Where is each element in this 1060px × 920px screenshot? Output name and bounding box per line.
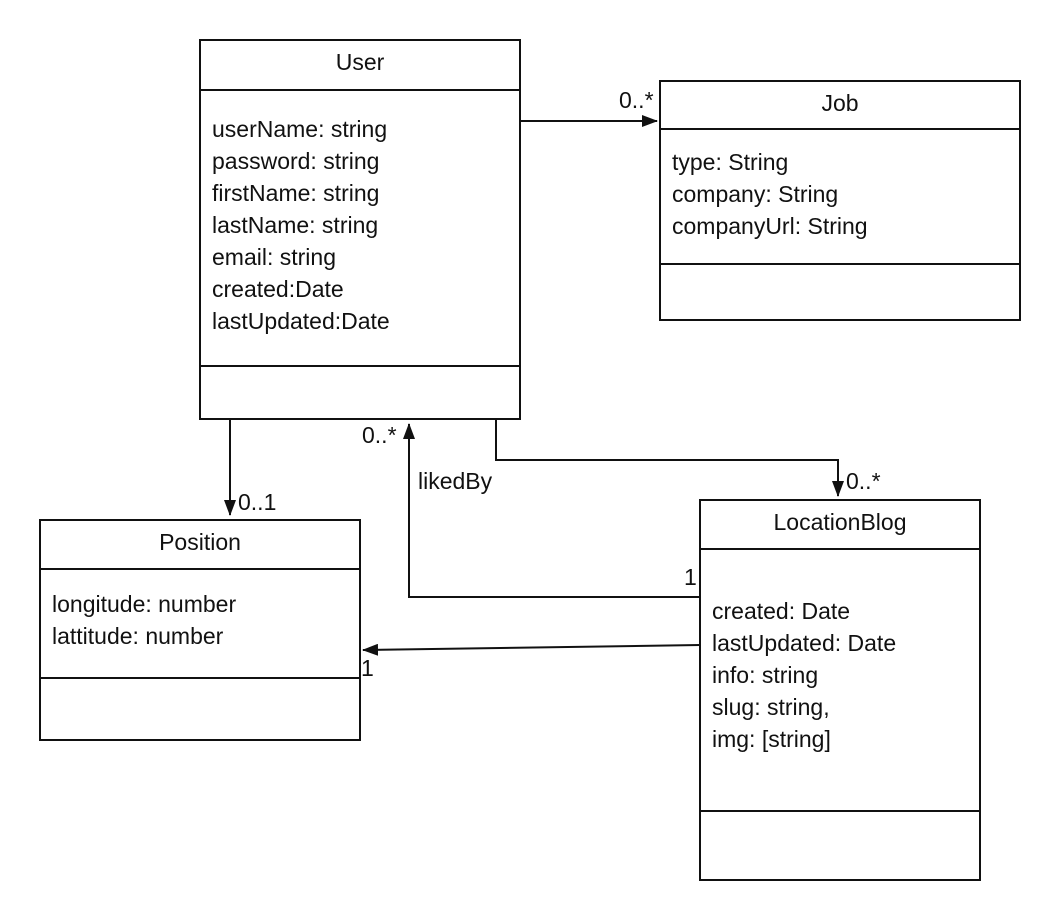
user-location-blog-connector <box>495 420 844 497</box>
user-attribute: userName: string <box>212 116 388 142</box>
user-job-multiplicity: 0..* <box>619 87 654 113</box>
user-attribute: password: string <box>212 148 380 174</box>
location-blog-class[interactable]: LocationBlog created: Date lastUpdated: … <box>699 499 981 881</box>
job-attribute: companyUrl: String <box>672 213 868 239</box>
user-attribute: created:Date <box>212 276 344 302</box>
position-class-name: Position <box>41 521 359 570</box>
liked-by-source-multiplicity: 1 <box>684 564 697 590</box>
user-attribute: lastUpdated:Date <box>212 308 390 334</box>
liked-by-label: likedBy <box>418 468 493 494</box>
job-operations <box>661 265 1019 319</box>
user-attribute: email: string <box>212 244 336 270</box>
user-position-multiplicity: 0..1 <box>238 489 277 515</box>
position-class[interactable]: Position longitude: number lattitude: nu… <box>39 519 361 741</box>
user-operations <box>201 367 519 418</box>
user-attributes: userName: string password: string firstN… <box>201 91 519 367</box>
job-class-name: Job <box>661 82 1019 130</box>
location-blog-attribute: created: Date <box>712 598 851 624</box>
location-blog-attributes: created: Date lastUpdated: Date info: st… <box>701 550 979 812</box>
location-blog-attribute: lastUpdated: Date <box>712 630 897 656</box>
location-blog-attribute: slug: string, <box>712 694 830 720</box>
liked-by-connector <box>403 423 700 598</box>
location-blog-class-name: LocationBlog <box>701 501 979 550</box>
user-attribute: firstName: string <box>212 180 380 206</box>
position-attribute: lattitude: number <box>52 623 224 649</box>
job-attribute: type: String <box>672 149 789 175</box>
user-attribute: lastName: string <box>212 212 379 238</box>
job-attributes: type: String company: String companyUrl:… <box>661 130 1019 265</box>
location-blog-operations <box>701 812 979 879</box>
position-attribute: longitude: number <box>52 591 237 617</box>
user-class-name: User <box>201 41 519 91</box>
user-class[interactable]: User userName: string password: string f… <box>199 39 521 420</box>
location-blog-attribute: img: [string] <box>712 726 831 752</box>
position-attributes: longitude: number lattitude: number <box>41 570 359 679</box>
liked-by-target-multiplicity: 0..* <box>362 422 397 448</box>
user-location-blog-multiplicity: 0..* <box>846 468 881 494</box>
job-attribute: company: String <box>672 181 839 207</box>
location-blog-position-connector <box>362 643 701 656</box>
position-operations <box>41 679 359 739</box>
location-blog-position-multiplicity: 1 <box>361 655 374 681</box>
location-blog-attribute: info: string <box>712 662 819 688</box>
job-class[interactable]: Job type: String company: String company… <box>659 80 1021 321</box>
